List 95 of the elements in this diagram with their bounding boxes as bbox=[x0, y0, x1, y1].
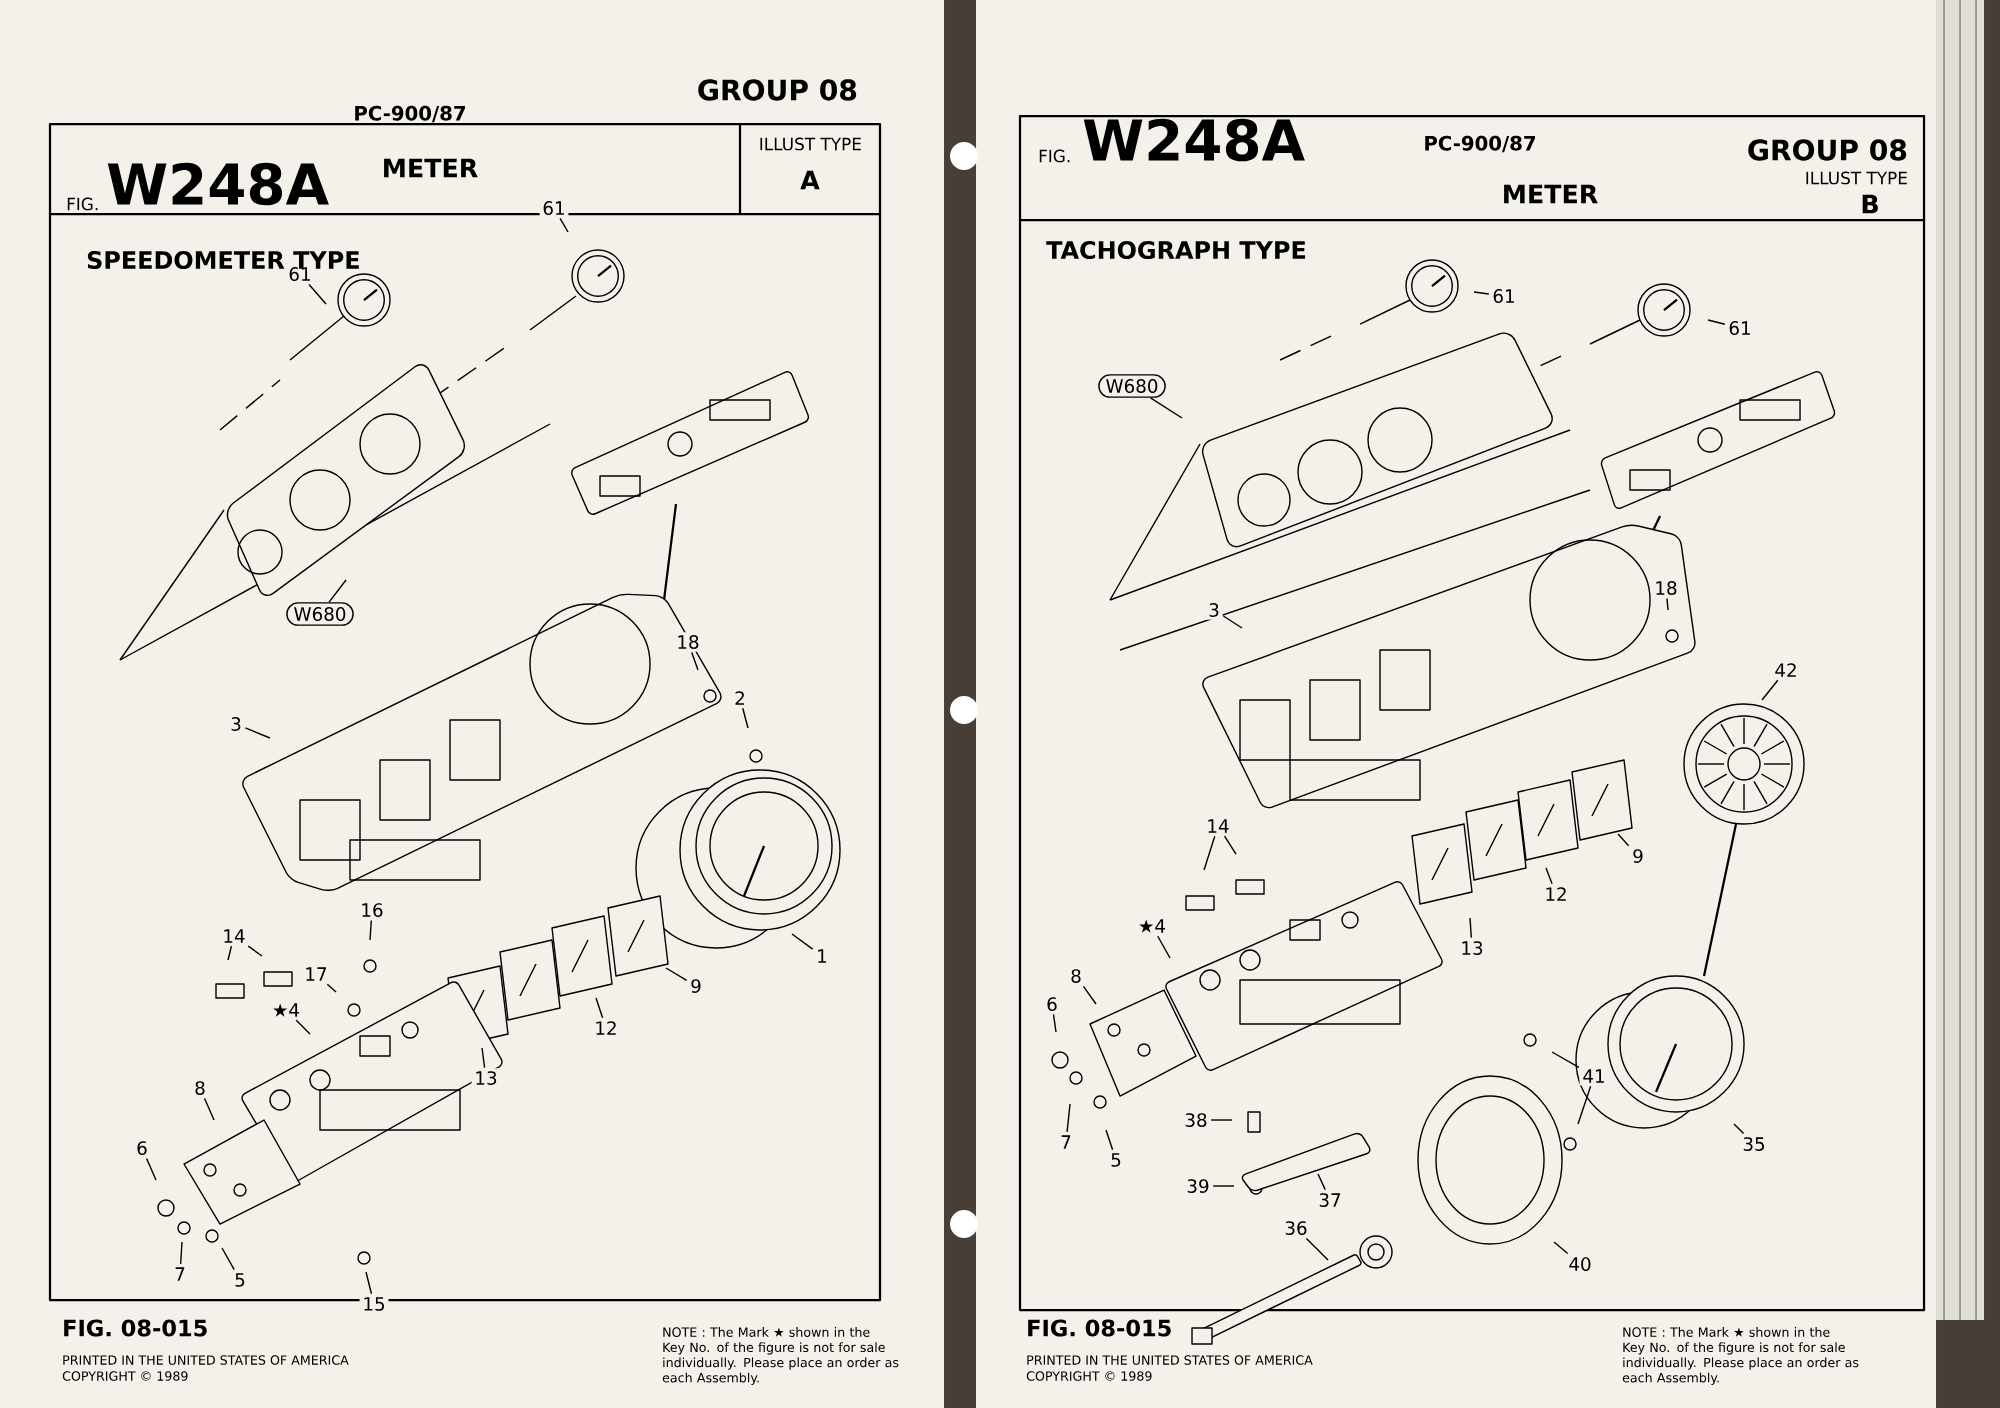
leader-line bbox=[295, 1019, 311, 1035]
callout-number: 3 bbox=[227, 714, 245, 734]
illustration-type: B bbox=[1862, 194, 1878, 214]
leader-line bbox=[203, 1097, 215, 1121]
callout-number: 38 bbox=[1181, 1110, 1211, 1130]
leader-line bbox=[227, 945, 233, 961]
leader-line bbox=[1305, 1237, 1329, 1261]
header-text: FIG. bbox=[67, 197, 98, 211]
callout-number: 12 bbox=[1541, 884, 1571, 904]
leader-line bbox=[326, 983, 337, 993]
callout-number: 35 bbox=[1739, 1134, 1769, 1154]
callout-number: 61 bbox=[1725, 318, 1755, 338]
header-text: ILLUST TYPE bbox=[760, 137, 861, 151]
leader-line bbox=[1210, 1119, 1233, 1121]
callout-number: 61 bbox=[285, 264, 315, 284]
leader-line bbox=[1157, 935, 1171, 959]
leader-line bbox=[1761, 679, 1779, 701]
leader-line bbox=[742, 707, 749, 729]
leader-line bbox=[179, 1241, 183, 1265]
leader-line bbox=[691, 651, 699, 671]
group-heading: GROUP 08 bbox=[698, 79, 857, 101]
leader-line bbox=[221, 1247, 235, 1271]
callout-number: 18 bbox=[1651, 578, 1681, 598]
callout-number: 9 bbox=[1629, 846, 1647, 866]
leader-line bbox=[1733, 1123, 1745, 1135]
callout-number: 6 bbox=[133, 1138, 151, 1158]
callout-number: 37 bbox=[1315, 1190, 1345, 1210]
figure-number: W248A bbox=[1083, 118, 1305, 162]
leader-line bbox=[1052, 1013, 1057, 1033]
leader-line bbox=[145, 1157, 157, 1181]
leader-line bbox=[665, 967, 688, 982]
leader-line bbox=[365, 1271, 373, 1295]
figure-title: METER bbox=[384, 158, 478, 178]
leader-line bbox=[1553, 1241, 1569, 1255]
callout-number: 8 bbox=[1067, 966, 1085, 986]
leader-line bbox=[595, 997, 604, 1019]
leader-line bbox=[244, 727, 271, 739]
leader-line bbox=[328, 579, 347, 603]
leader-line bbox=[481, 1047, 486, 1069]
catalog-number: PC-900/87 bbox=[355, 105, 465, 123]
leader-line bbox=[1222, 615, 1243, 629]
callout-number: 15 bbox=[359, 1294, 389, 1314]
leader-line bbox=[247, 945, 263, 957]
figure-reference: FIG. 08-015 bbox=[64, 1319, 207, 1337]
callout-number: 2 bbox=[731, 688, 749, 708]
leader-line bbox=[1545, 867, 1553, 885]
figure-title: METER bbox=[1504, 184, 1598, 204]
leader-line bbox=[1577, 1085, 1592, 1125]
callout-number: 5 bbox=[1107, 1150, 1125, 1170]
leader-line bbox=[1105, 1129, 1114, 1151]
callout-number: 5 bbox=[231, 1270, 249, 1290]
leader-line bbox=[1473, 291, 1490, 295]
leader-line bbox=[1707, 319, 1726, 325]
callout-number: 6 bbox=[1043, 994, 1061, 1014]
callout-number: 3 bbox=[1205, 600, 1223, 620]
section-heading: SPEEDOMETER TYPE bbox=[87, 251, 359, 270]
callout-number: 18 bbox=[673, 632, 703, 652]
figure-number: W248A bbox=[107, 162, 329, 206]
leader-line bbox=[1082, 985, 1097, 1005]
reference-tag: W680 bbox=[1098, 374, 1166, 398]
callout-number: 36 bbox=[1281, 1218, 1311, 1238]
callout-number: 16 bbox=[357, 900, 387, 920]
catalog-number: PC-900/87 bbox=[1425, 135, 1536, 153]
callout-number: 9 bbox=[687, 976, 705, 996]
reference-tag: W680 bbox=[286, 602, 354, 626]
leader-line bbox=[369, 919, 372, 941]
leader-line bbox=[308, 283, 327, 305]
figure-reference: FIG. 08-015 bbox=[1028, 1319, 1171, 1337]
callout-number: 39 bbox=[1183, 1176, 1213, 1196]
leader-line bbox=[1551, 1051, 1580, 1069]
leader-line bbox=[1223, 835, 1237, 855]
leader-line bbox=[1666, 597, 1669, 611]
header-text: FIG. bbox=[1039, 149, 1070, 163]
callout-number: 61 bbox=[539, 198, 569, 218]
section-heading: TACHOGRAPH TYPE bbox=[1046, 241, 1306, 260]
leader-line bbox=[791, 933, 814, 950]
leader-line bbox=[1066, 1103, 1071, 1133]
leader-line bbox=[1149, 397, 1183, 419]
group-heading: GROUP 08 bbox=[1748, 139, 1907, 161]
callout-number: 12 bbox=[591, 1018, 621, 1038]
illustration-type: A bbox=[800, 170, 820, 190]
callout-number: 8 bbox=[191, 1078, 209, 1098]
header-text: ILLUST TYPE bbox=[1806, 171, 1907, 185]
callout-number: 61 bbox=[1489, 286, 1519, 306]
callout-number: 13 bbox=[471, 1068, 501, 1088]
callout-number: 13 bbox=[1457, 938, 1487, 958]
leader-line bbox=[1617, 833, 1630, 847]
callout-number: 40 bbox=[1565, 1254, 1595, 1274]
callout-number: ★4 bbox=[1135, 916, 1169, 936]
callout-number: 42 bbox=[1771, 660, 1801, 680]
leader-line bbox=[1203, 835, 1216, 871]
leader-line bbox=[1469, 917, 1473, 939]
leader-line bbox=[559, 217, 569, 233]
leader-line bbox=[1317, 1173, 1326, 1191]
leader-line bbox=[1212, 1185, 1235, 1187]
